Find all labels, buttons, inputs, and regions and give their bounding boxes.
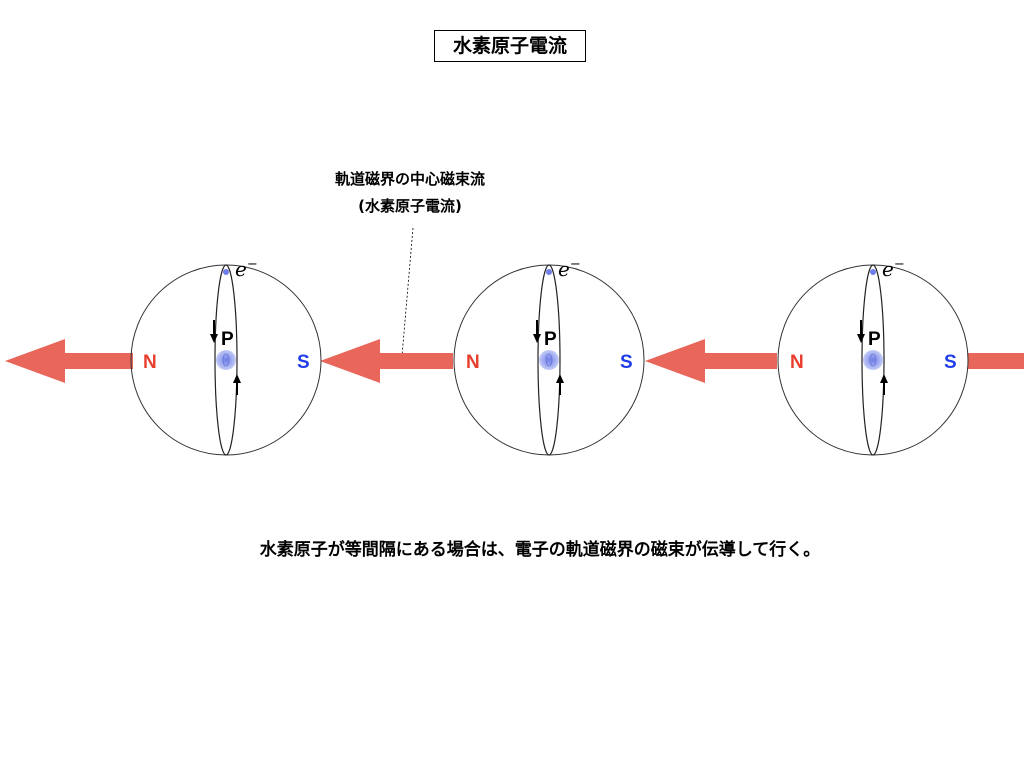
electron-orbit — [537, 264, 561, 456]
flux-arrow — [968, 353, 1024, 369]
arrowhead-icon — [556, 374, 564, 383]
nucleus-field-icon — [869, 353, 877, 367]
arrowhead-icon — [880, 374, 888, 383]
south-pole-label: S — [297, 352, 310, 373]
arrowhead-icon — [857, 334, 865, 343]
south-pole-label: S — [620, 352, 633, 373]
callout-label: 軌道磁界の中心磁束流 (水素原子電流) — [300, 166, 520, 220]
hydrogen-atom: e− P N S — [777, 257, 969, 456]
proton-nucleus — [539, 350, 559, 370]
electron-label: e− — [882, 257, 905, 281]
electron-orbit — [214, 264, 238, 456]
proton-nucleus — [216, 350, 236, 370]
arrowhead-icon — [233, 374, 241, 383]
flux-arrow — [645, 339, 777, 383]
callout-line1: 軌道磁界の中心磁束流 — [334, 170, 485, 188]
electron-dot — [546, 269, 552, 275]
nucleus-field-icon — [222, 353, 230, 367]
diagram-title: 水素原子電流 — [434, 30, 586, 62]
electron-orbit — [861, 264, 885, 456]
north-pole-label: N — [466, 352, 480, 373]
proton-nucleus — [863, 350, 883, 370]
north-pole-label: N — [790, 352, 804, 373]
electron-label: e− — [235, 257, 258, 281]
hydrogen-atom: e− P N S — [453, 257, 645, 456]
hydrogen-atom: e− P N S — [130, 257, 322, 456]
north-pole-label: N — [143, 352, 157, 373]
caption: 水素原子が等間隔にある場合は、電子の軌道磁界の磁束が伝導して行く。 — [259, 540, 821, 560]
callout-leader — [401, 227, 414, 357]
electron-dot — [870, 269, 876, 275]
flux-arrow — [5, 339, 133, 383]
proton-label: P — [544, 329, 557, 350]
arrowhead-icon — [533, 334, 541, 343]
proton-label: P — [221, 329, 234, 350]
callout-line2: (水素原子電流) — [358, 197, 462, 215]
electron-label: e− — [558, 257, 581, 281]
nucleus-field-icon — [545, 353, 553, 367]
south-pole-label: S — [944, 352, 957, 373]
flux-arrow — [320, 339, 453, 383]
electron-dot — [223, 269, 229, 275]
arrowhead-icon — [210, 334, 218, 343]
proton-label: P — [868, 329, 881, 350]
